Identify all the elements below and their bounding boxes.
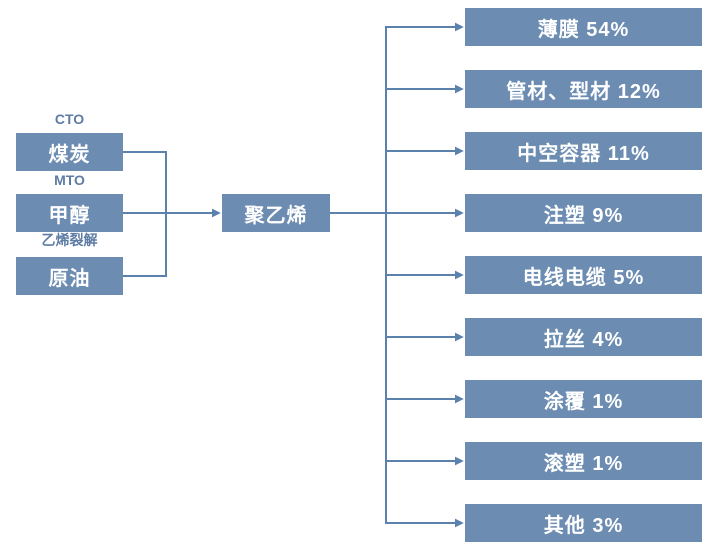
product-box-coating: 涂覆 1% [465, 380, 702, 418]
input-box-coal: 煤炭 [16, 133, 123, 171]
product-box-rotomolding: 滚塑 1% [465, 442, 702, 480]
product-box-injection-molding: 注塑 9% [465, 194, 702, 232]
process-label-mto: MTO [54, 172, 85, 188]
product-box-pipe-profile: 管材、型材 12% [465, 70, 702, 108]
process-label-ethylene-cracking: 乙烯裂解 [41, 232, 98, 248]
product-box-other: 其他 3% [465, 504, 702, 542]
product-box-wire-cable: 电线电缆 5% [465, 256, 702, 294]
center-box-polyethylene: 聚乙烯 [222, 194, 330, 232]
product-box-hollow-container: 中空容器 11% [465, 132, 702, 170]
process-label-cto: CTO [54, 111, 85, 127]
input-box-methanol: 甲醇 [16, 194, 123, 232]
product-box-wire-drawing: 拉丝 4% [465, 318, 702, 356]
product-box-film: 薄膜 54% [465, 8, 702, 46]
input-box-crude-oil: 原油 [16, 257, 123, 295]
